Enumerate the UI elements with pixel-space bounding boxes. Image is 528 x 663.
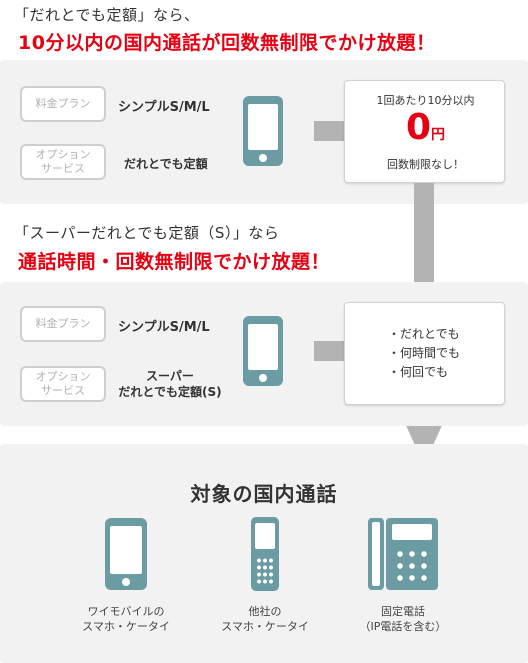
- option-value-2-line1: スーパー: [146, 369, 194, 383]
- section1-subheading: 「だれとでも定額」なら、: [14, 6, 200, 24]
- result-box-1: 1回あたり10分以内 0円 回数制限なし！: [344, 80, 505, 183]
- result-price: 0: [405, 107, 432, 148]
- connector-bar: [314, 121, 344, 141]
- plan-label-2: 料金プラン: [35, 317, 91, 330]
- caption-line: スマホ・ケータイ: [82, 620, 170, 633]
- plan-value: シンプルS/M/L: [118, 100, 210, 115]
- option-value: だれとでも定額: [124, 157, 208, 171]
- target-title: 対象の国内通話: [190, 482, 338, 506]
- result-box-2: ・だれとでも ・何時間でも ・何回でも: [344, 302, 505, 405]
- target-caption-2: 他社の スマホ・ケータイ: [200, 604, 330, 634]
- section1-heading: 10分以内の国内通話が回数無制限でかけ放題！: [18, 32, 436, 54]
- bullet-item: ・何時間でも: [388, 346, 461, 360]
- bullet-item: ・何回でも: [388, 365, 449, 379]
- option-label-line1: オプション: [35, 148, 91, 161]
- landline-phone-icon: [368, 518, 438, 590]
- option-label-box: オプションサービス: [20, 144, 106, 180]
- result-price-row: 0円: [345, 108, 506, 148]
- section2-heading: 通話時間・回数無制限でかけ放題！: [18, 251, 331, 273]
- plan-value-2: シンプルS/M/L: [118, 320, 210, 335]
- caption-line: （IP電話を含む）: [359, 620, 447, 633]
- option-label-line2: サービス: [41, 162, 85, 175]
- smartphone-icon: [243, 316, 283, 386]
- caption-line: ワイモバイルの: [87, 605, 165, 618]
- result-line2: 回数制限なし！: [387, 158, 464, 171]
- result-unit: 円: [431, 127, 446, 143]
- option-value-2-line2: だれとでも定額(S): [118, 385, 222, 399]
- option-label-line2-2: サービス: [41, 384, 85, 397]
- section2-subheading: 「スーパーだれとでも定額（S）」なら: [14, 224, 280, 242]
- option-value-2: スーパー だれとでも定額(S): [114, 368, 226, 400]
- option-label-box-2: オプションサービス: [20, 366, 106, 402]
- smartphone-icon: [243, 96, 283, 166]
- feature-phone-icon: [251, 517, 279, 591]
- plan-label-box-2: 料金プラン: [20, 306, 106, 342]
- caption-line: 固定電話: [381, 605, 425, 618]
- down-connector-1: [414, 183, 434, 303]
- plan-label: 料金プラン: [35, 97, 91, 110]
- caption-line: 他社の: [248, 605, 282, 618]
- target-caption-3: 固定電話 （IP電話を含む）: [338, 604, 468, 634]
- target-caption-1: ワイモバイルの スマホ・ケータイ: [61, 604, 191, 634]
- bullet-list: ・だれとでも ・何時間でも ・何回でも: [388, 325, 460, 382]
- plan-label-box: 料金プラン: [20, 86, 106, 122]
- connector-bar-2: [314, 341, 344, 361]
- option-label-line1-2: オプション: [35, 370, 91, 383]
- bullet-item: ・だれとでも: [388, 327, 460, 341]
- result-line1: 1回あたり10分以内: [376, 94, 475, 107]
- smartphone-icon: [105, 518, 147, 590]
- caption-line: スマホ・ケータイ: [221, 620, 309, 633]
